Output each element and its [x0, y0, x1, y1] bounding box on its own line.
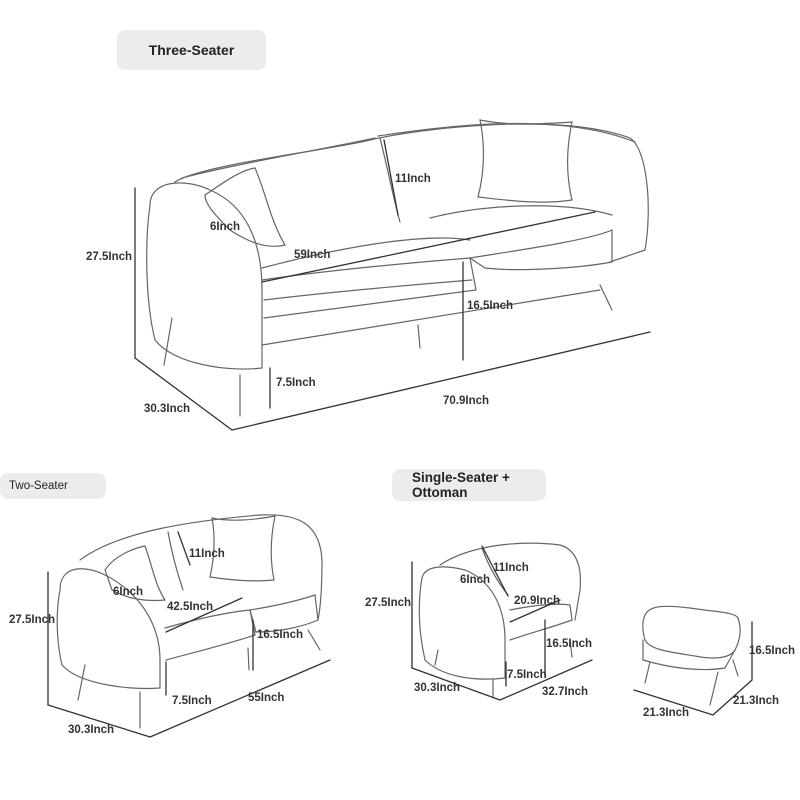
three-seater-height-label: 27.5Inch: [86, 251, 133, 263]
three-seater-back-height-label: 11Inch: [395, 173, 431, 185]
three-seater-seat-height-label: 16.5Inch: [467, 300, 514, 312]
ottoman-depth-label: 21.3Inch: [733, 695, 780, 707]
single-seater-drawing: [418, 542, 582, 699]
three-seater-seat-width-label: 59Inch: [294, 249, 331, 261]
three-seater-dimension-lines: [134, 139, 651, 431]
single-seater-seat-height-label: 16.5Inch: [546, 638, 593, 650]
two-seater-depth-label: 30.3Inch: [68, 724, 115, 736]
ottoman-dimension-lines: [633, 621, 753, 716]
two-seater-seat-height-label: 16.5Inch: [257, 629, 304, 641]
two-seater-dimension-lines: [47, 531, 331, 738]
heading-single-seater-ottoman: Single-Seater + Ottoman: [392, 469, 546, 501]
single-seater-seat-width-label: 20.9Inch: [514, 595, 561, 607]
heading-line-2: Ottoman: [412, 485, 468, 500]
ottoman-drawing: [642, 605, 741, 706]
single-seater-depth-label: 30.3Inch: [414, 682, 461, 694]
three-seater-depth-label: 30.3Inch: [144, 403, 191, 415]
two-seater-height-label: 27.5Inch: [9, 614, 56, 626]
two-seater-leg-height-label: 7.5Inch: [172, 695, 212, 707]
heading-three-seater: Three-Seater: [117, 30, 266, 70]
single-seater-height-label: 27.5Inch: [365, 597, 412, 609]
heading-line-1: Single-Seater +: [412, 470, 510, 485]
three-seater-sofa-drawing: [146, 119, 649, 417]
single-seater-dimension-lines: [411, 545, 593, 701]
two-seater-arm-label: 6Inch: [113, 586, 144, 598]
single-seater-width-label: 32.7Inch: [542, 686, 589, 698]
single-seater-leg-height-label: 7.5Inch: [507, 669, 547, 681]
two-seater-sofa-drawing: [56, 514, 323, 729]
ottoman-height-label: 16.5Inch: [749, 645, 796, 657]
three-seater-leg-height-label: 7.5Inch: [276, 377, 316, 389]
two-seater-seat-width-label: 42.5Inch: [167, 601, 214, 613]
heading-two-seater: Two-Seater: [0, 473, 106, 499]
two-seater-width-label: 55Inch: [248, 692, 285, 704]
three-seater-arm-label: 6Inch: [210, 221, 241, 233]
ottoman-width-label: 21.3Inch: [643, 707, 690, 719]
two-seater-back-height-label: 11Inch: [189, 548, 225, 560]
single-seater-arm-label: 6Inch: [460, 574, 491, 586]
three-seater-width-label: 70.9Inch: [443, 395, 490, 407]
single-seater-back-height-label: 11Inch: [493, 562, 529, 574]
